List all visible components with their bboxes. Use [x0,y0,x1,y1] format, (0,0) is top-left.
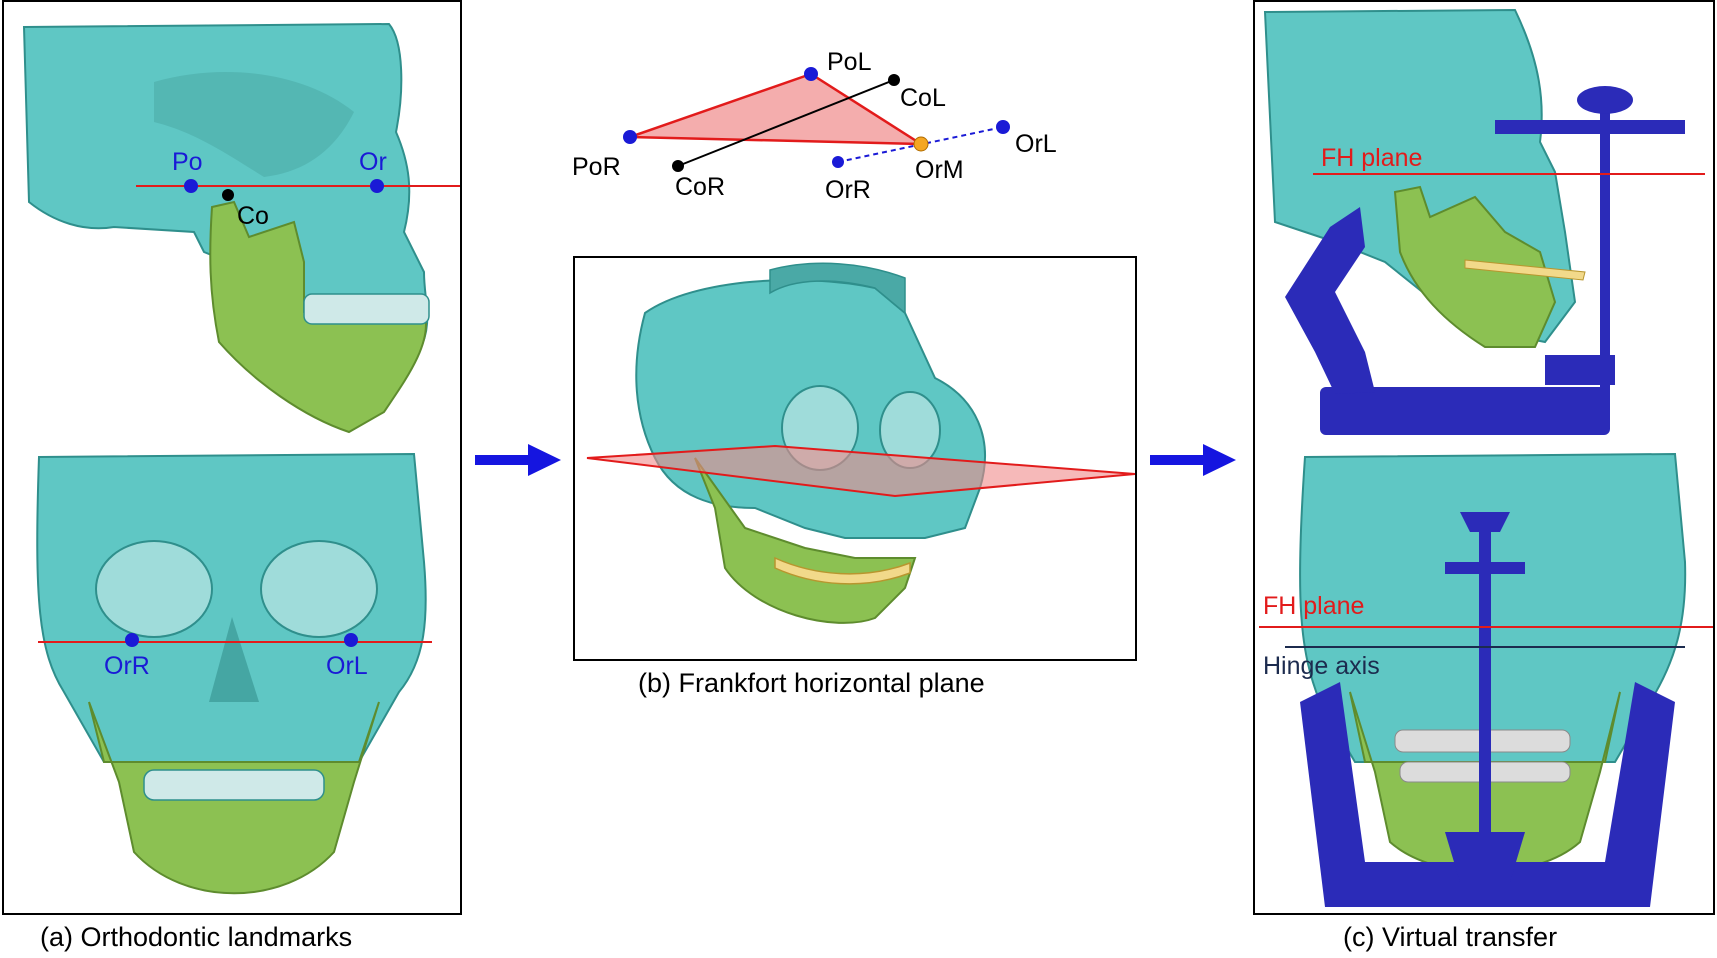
po-label: Po [172,148,203,176]
orl-label-a: OrL [326,652,368,680]
lateral-skull-view: Po Or Co [22,22,460,434]
frontal-pin-base [1445,832,1525,882]
caption-b: (b) Frankfort horizontal plane [638,668,985,698]
caption-c: (c) Virtual transfer [1343,922,1558,952]
orl-point-a [344,633,358,647]
oblique-fh-plane [586,444,1135,498]
panel-b-illustration [586,262,1135,624]
arrow-b-to-c [1150,444,1236,476]
articulator-upper-bar [1495,120,1685,134]
pol-point [804,67,818,81]
orr-point-a [125,633,139,647]
por-label: PoR [572,153,621,181]
articulator-frontal-view: FH plane Hinge axis [1259,452,1713,907]
panel-a-illustration: Po Or Co OrR OrL [22,22,460,895]
co-point [222,189,234,201]
bite-wafer [774,556,911,585]
frontal-pin-head [1460,512,1510,532]
po-point [184,179,198,193]
condyle-line [677,79,895,167]
panel-a-frame: Po Or Co OrR OrL [2,0,462,915]
frontal-pin-rod [1479,522,1491,842]
lower-cranium [1299,452,1687,763]
cor-label: CoR [675,173,725,201]
articulator-lateral-view: FH plane [1263,8,1705,435]
lateral-skull-shading [154,72,354,177]
frontal-cranium [36,452,427,763]
orl-label-b: OrL [1015,130,1057,158]
frontal-skull-view: OrR OrL [36,452,432,895]
co-label: Co [237,202,269,230]
right-orbit [95,540,213,638]
or-point [370,179,384,193]
hinge-axis-label: Hinge axis [1263,652,1380,680]
orr-label-b: OrR [825,176,871,204]
fh-point-diagram: PoL CoL PoR CoR OrR OrM OrL [572,48,1057,204]
orm-point [913,136,929,152]
cranium-back-shell [769,262,906,315]
orl-point-b [996,120,1010,134]
arrow-a-to-b [475,444,561,476]
por-point [623,130,637,144]
panel-b-frame [573,256,1137,661]
caption-a: (a) Orthodontic landmarks [40,922,353,952]
upper-fh-label: FH plane [1321,144,1422,172]
frontal-crossbar [1445,562,1525,574]
nasal-cavity [209,617,259,702]
panel-c-illustration: FH plane FH plane Hinge axis [1259,8,1713,907]
frontal-teeth-row [143,769,325,801]
or-label: Or [359,148,387,176]
upper-bite-wafer [1464,259,1586,281]
col-label: CoL [900,84,946,112]
incisal-table [1545,355,1615,385]
incisal-pin-rod [1600,102,1610,402]
incisal-pin-knob [1577,86,1633,114]
col-point [888,74,900,86]
articulator-base-lateral [1320,387,1610,435]
pol-label: PoL [827,48,872,76]
orr-point-b [832,156,844,168]
fh-triangle [629,72,926,146]
left-orbit [260,540,378,638]
articulator-arm-lateral [1285,207,1375,394]
lower-fh-label: FH plane [1263,592,1364,620]
lateral-teeth-row [303,293,430,325]
orm-label: OrM [915,156,964,184]
cor-point [672,160,684,172]
panel-c-frame: FH plane FH plane Hinge axis [1253,0,1715,915]
orr-label-a: OrR [104,652,150,680]
